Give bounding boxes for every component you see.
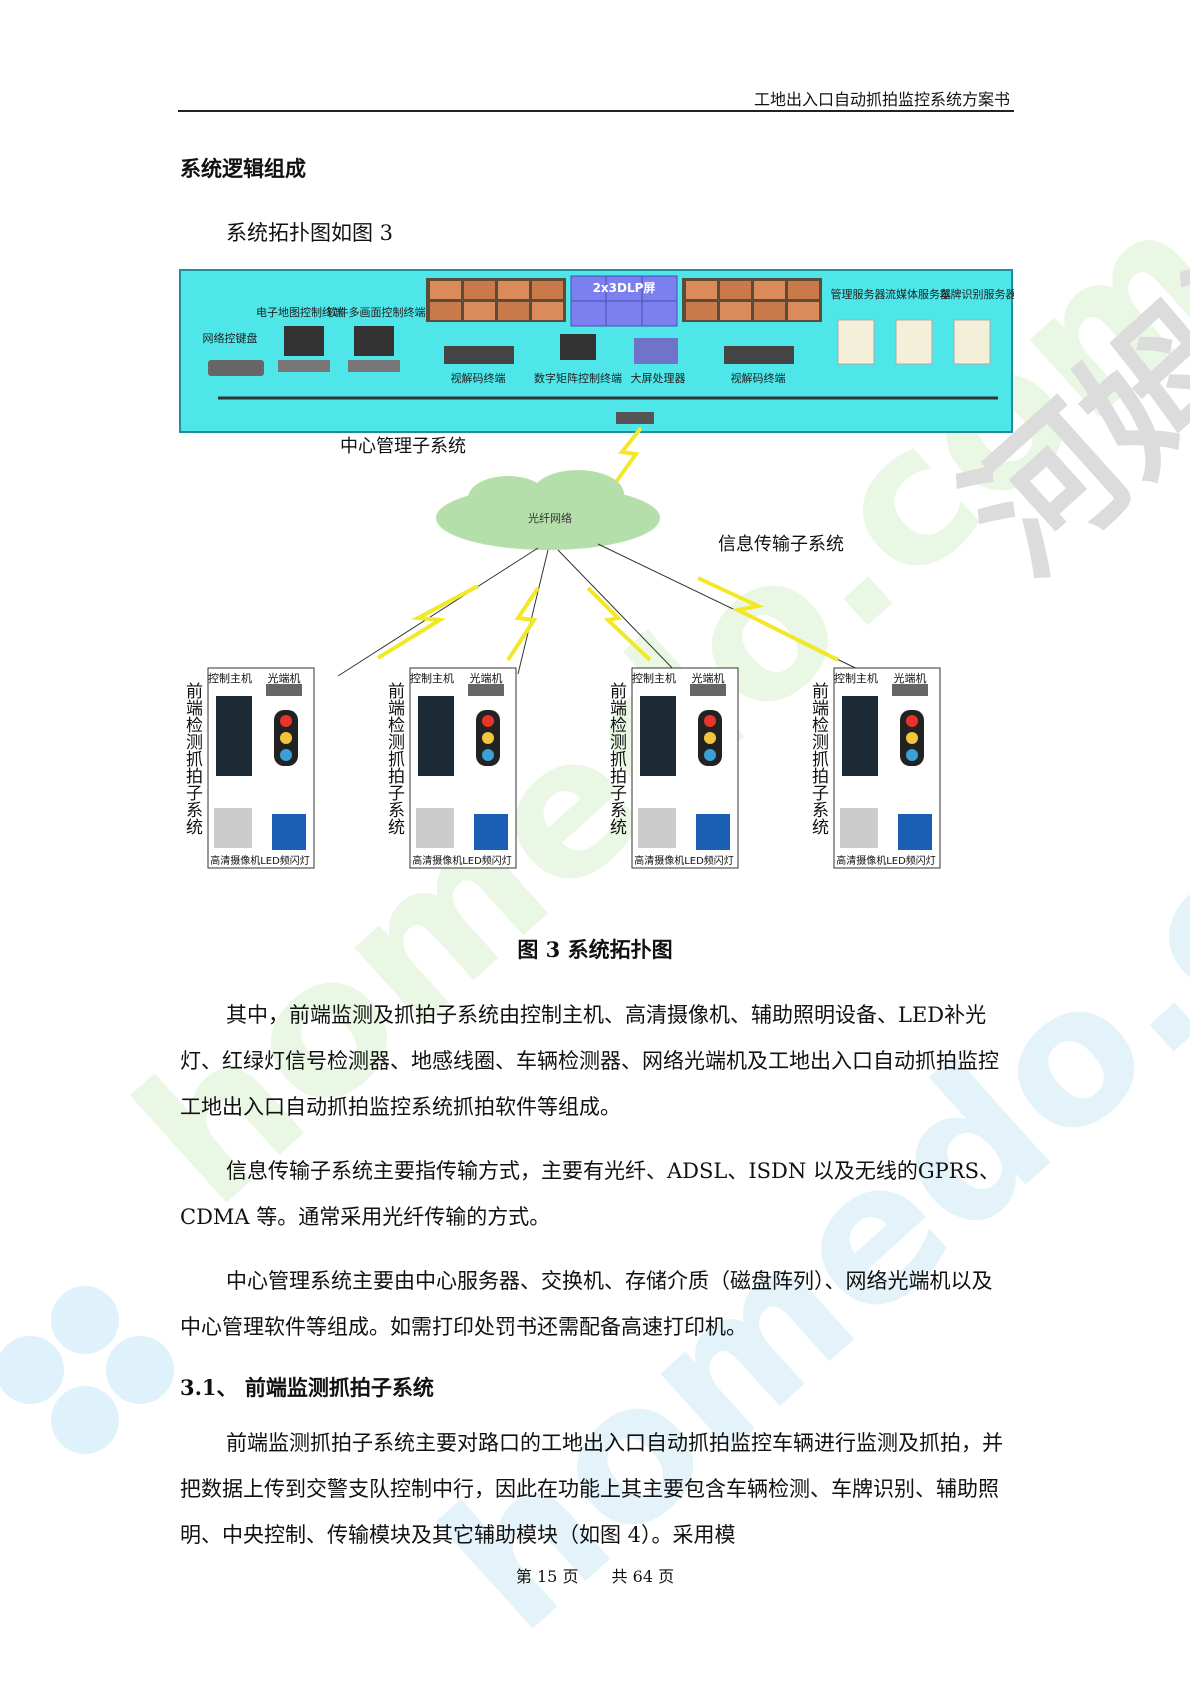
switch-icon [616, 412, 654, 424]
dlp-screen: 2x3DLP屏 [570, 275, 678, 327]
subsection-title: 3.1、 前端监测抓拍子系统 [180, 1375, 434, 1400]
optical-icon [266, 684, 302, 696]
cloud-label: 光纤网络 [528, 511, 572, 525]
front-unit: 控制主机 光端机 高清摄像机LED频闪灯 前端检测抓拍子系统 [384, 667, 517, 869]
paragraph-text: 前端监测抓拍子系统主要对路口的工地出入口自动抓拍监控车辆进行监测及抓拍，并把数据… [180, 1431, 1003, 1547]
optical-label: 光端机 [894, 671, 927, 685]
front-unit: 控制主机 光端机 高清摄像机LED频闪灯 前端检测抓拍子系统 [808, 667, 941, 869]
front-bottom-label: 高清摄像机LED频闪灯 [836, 854, 936, 867]
center-label: 中心管理子系统 [340, 436, 466, 457]
front-bottom-label: 高清摄像机LED频闪灯 [210, 854, 310, 867]
optical-icon [892, 684, 928, 696]
device-label: 流媒体服务器 [885, 287, 951, 301]
device-label: 大屏处理器 [631, 371, 686, 385]
led-icon [696, 814, 730, 850]
paragraph-text: 信息传输子系统主要指传输方式，主要有光纤、ADSL、ISDN 以及无线的GPRS… [180, 1159, 1001, 1229]
front-side-label: 前端检测抓拍子系统 [808, 682, 829, 835]
link-lightning [376, 576, 839, 662]
section-title: 系统逻辑组成 [180, 156, 306, 181]
monitor-wall-right [682, 278, 822, 322]
dlp-label: 2x3DLP屏 [593, 281, 656, 295]
control-host-label: 控制主机 [632, 671, 676, 685]
monitor-wall-left [426, 278, 566, 322]
control-host-icon [216, 696, 252, 776]
optical-icon [468, 684, 504, 696]
cloud-icon [436, 470, 660, 550]
page-total: 共 64 页 [611, 1567, 675, 1586]
front-unit-3: 控制主机 光端机 高清摄像机LED频闪灯 前端检测抓拍子系统 [606, 667, 739, 869]
processor-icon [634, 338, 678, 364]
front-side-label: 前端检测抓拍子系统 [182, 682, 203, 835]
device-label: 车牌识别服务器 [940, 287, 1015, 301]
control-host-label: 控制主机 [208, 671, 252, 685]
control-host-icon [640, 696, 676, 776]
device-label: 数字矩阵控制终端 [534, 371, 622, 385]
page-header: 工地出入口自动抓拍监控系统方案书 [178, 84, 1014, 112]
paragraph-text: 中心管理系统主要由中心服务器、交换机、存储介质（磁盘阵列）、网络光端机以及中心管… [180, 1269, 993, 1339]
led-icon [474, 814, 508, 850]
figure-caption: 图 3 系统拓扑图 [517, 937, 673, 962]
device-label: 管理服务器 [831, 287, 886, 301]
computer-icon [560, 334, 596, 360]
control-host-label: 控制主机 [410, 671, 454, 685]
front-side-label: 前端检测抓拍子系统 [384, 682, 405, 835]
server-icon [895, 319, 933, 365]
control-host-label: 控制主机 [834, 671, 878, 685]
topology-diagram: 2x3DLP屏 网络控键盘 电子地图控制终端 软件多画面控制终端 视解码终端 数… [179, 269, 1015, 869]
decoder-icon [444, 346, 514, 364]
front-unit: 控制主机 光端机 高清摄像机LED频闪灯 前端检测抓拍子系统 [182, 667, 315, 869]
front-bottom-label: 高清摄像机LED频闪灯 [634, 854, 734, 867]
device-label: 视解码终端 [451, 371, 506, 385]
paragraph-1: 其中，前端监测及抓拍子系统由控制主机、高清摄像机、辅助照明设备、LED补光灯、红… [180, 992, 1010, 1130]
device-label: 软件多画面控制终端 [327, 305, 426, 319]
led-icon [272, 814, 306, 850]
front-unit-1: 控制主机 光端机 高清摄像机LED频闪灯 前端检测抓拍子系统 [182, 667, 315, 869]
page-number: 第 15 页 [515, 1567, 579, 1586]
optical-label: 光端机 [692, 671, 725, 685]
led-icon [898, 814, 932, 850]
computer-icon [278, 326, 330, 372]
intro-line: 系统拓扑图如图 3 [226, 221, 394, 245]
lightning-icon [614, 426, 643, 484]
paragraph-4: 前端监测抓拍子系统主要对路口的工地出入口自动抓拍监控车辆进行监测及抓拍，并把数据… [180, 1420, 1010, 1558]
control-host-icon [842, 696, 878, 776]
device-label: 视解码终端 [731, 371, 786, 385]
camera-icon [638, 808, 676, 848]
header-title: 工地出入口自动抓拍监控系统方案书 [753, 90, 1010, 109]
transmission-label: 信息传输子系统 [718, 534, 844, 555]
optical-label: 光端机 [470, 671, 503, 685]
optical-label: 光端机 [268, 671, 301, 685]
device-label: 电子地图控制终端 [256, 305, 344, 319]
front-side-label: 前端检测抓拍子系统 [606, 682, 627, 835]
page-footer: 第 15 页 共 64 页 [0, 1563, 1190, 1587]
optical-icon [690, 684, 726, 696]
camera-icon [214, 808, 252, 848]
paragraph-text: 其中，前端监测及抓拍子系统由控制主机、高清摄像机、辅助照明设备、LED补光灯、红… [180, 1003, 999, 1119]
front-bottom-label: 高清摄像机LED频闪灯 [412, 854, 512, 867]
server-icon [953, 319, 991, 365]
flower-watermark-icon [0, 1286, 174, 1454]
front-unit-4: 控制主机 光端机 高清摄像机LED频闪灯 前端检测抓拍子系统 [808, 667, 941, 869]
camera-icon [416, 808, 454, 848]
camera-icon [840, 808, 878, 848]
computer-icon [348, 326, 400, 372]
keyboard-icon [208, 360, 264, 376]
device-label: 网络控键盘 [203, 331, 258, 345]
front-unit: 控制主机 光端机 高清摄像机LED频闪灯 前端检测抓拍子系统 [606, 667, 739, 869]
paragraph-2: 信息传输子系统主要指传输方式，主要有光纤、ADSL、ISDN 以及无线的GPRS… [180, 1148, 1010, 1240]
decoder-icon [724, 346, 794, 364]
paragraph-3: 中心管理系统主要由中心服务器、交换机、存储介质（磁盘阵列）、网络光端机以及中心管… [180, 1258, 1010, 1350]
server-icon [837, 319, 875, 365]
control-host-icon [418, 696, 454, 776]
front-unit-2: 控制主机 光端机 高清摄像机LED频闪灯 前端检测抓拍子系统 [384, 667, 517, 869]
